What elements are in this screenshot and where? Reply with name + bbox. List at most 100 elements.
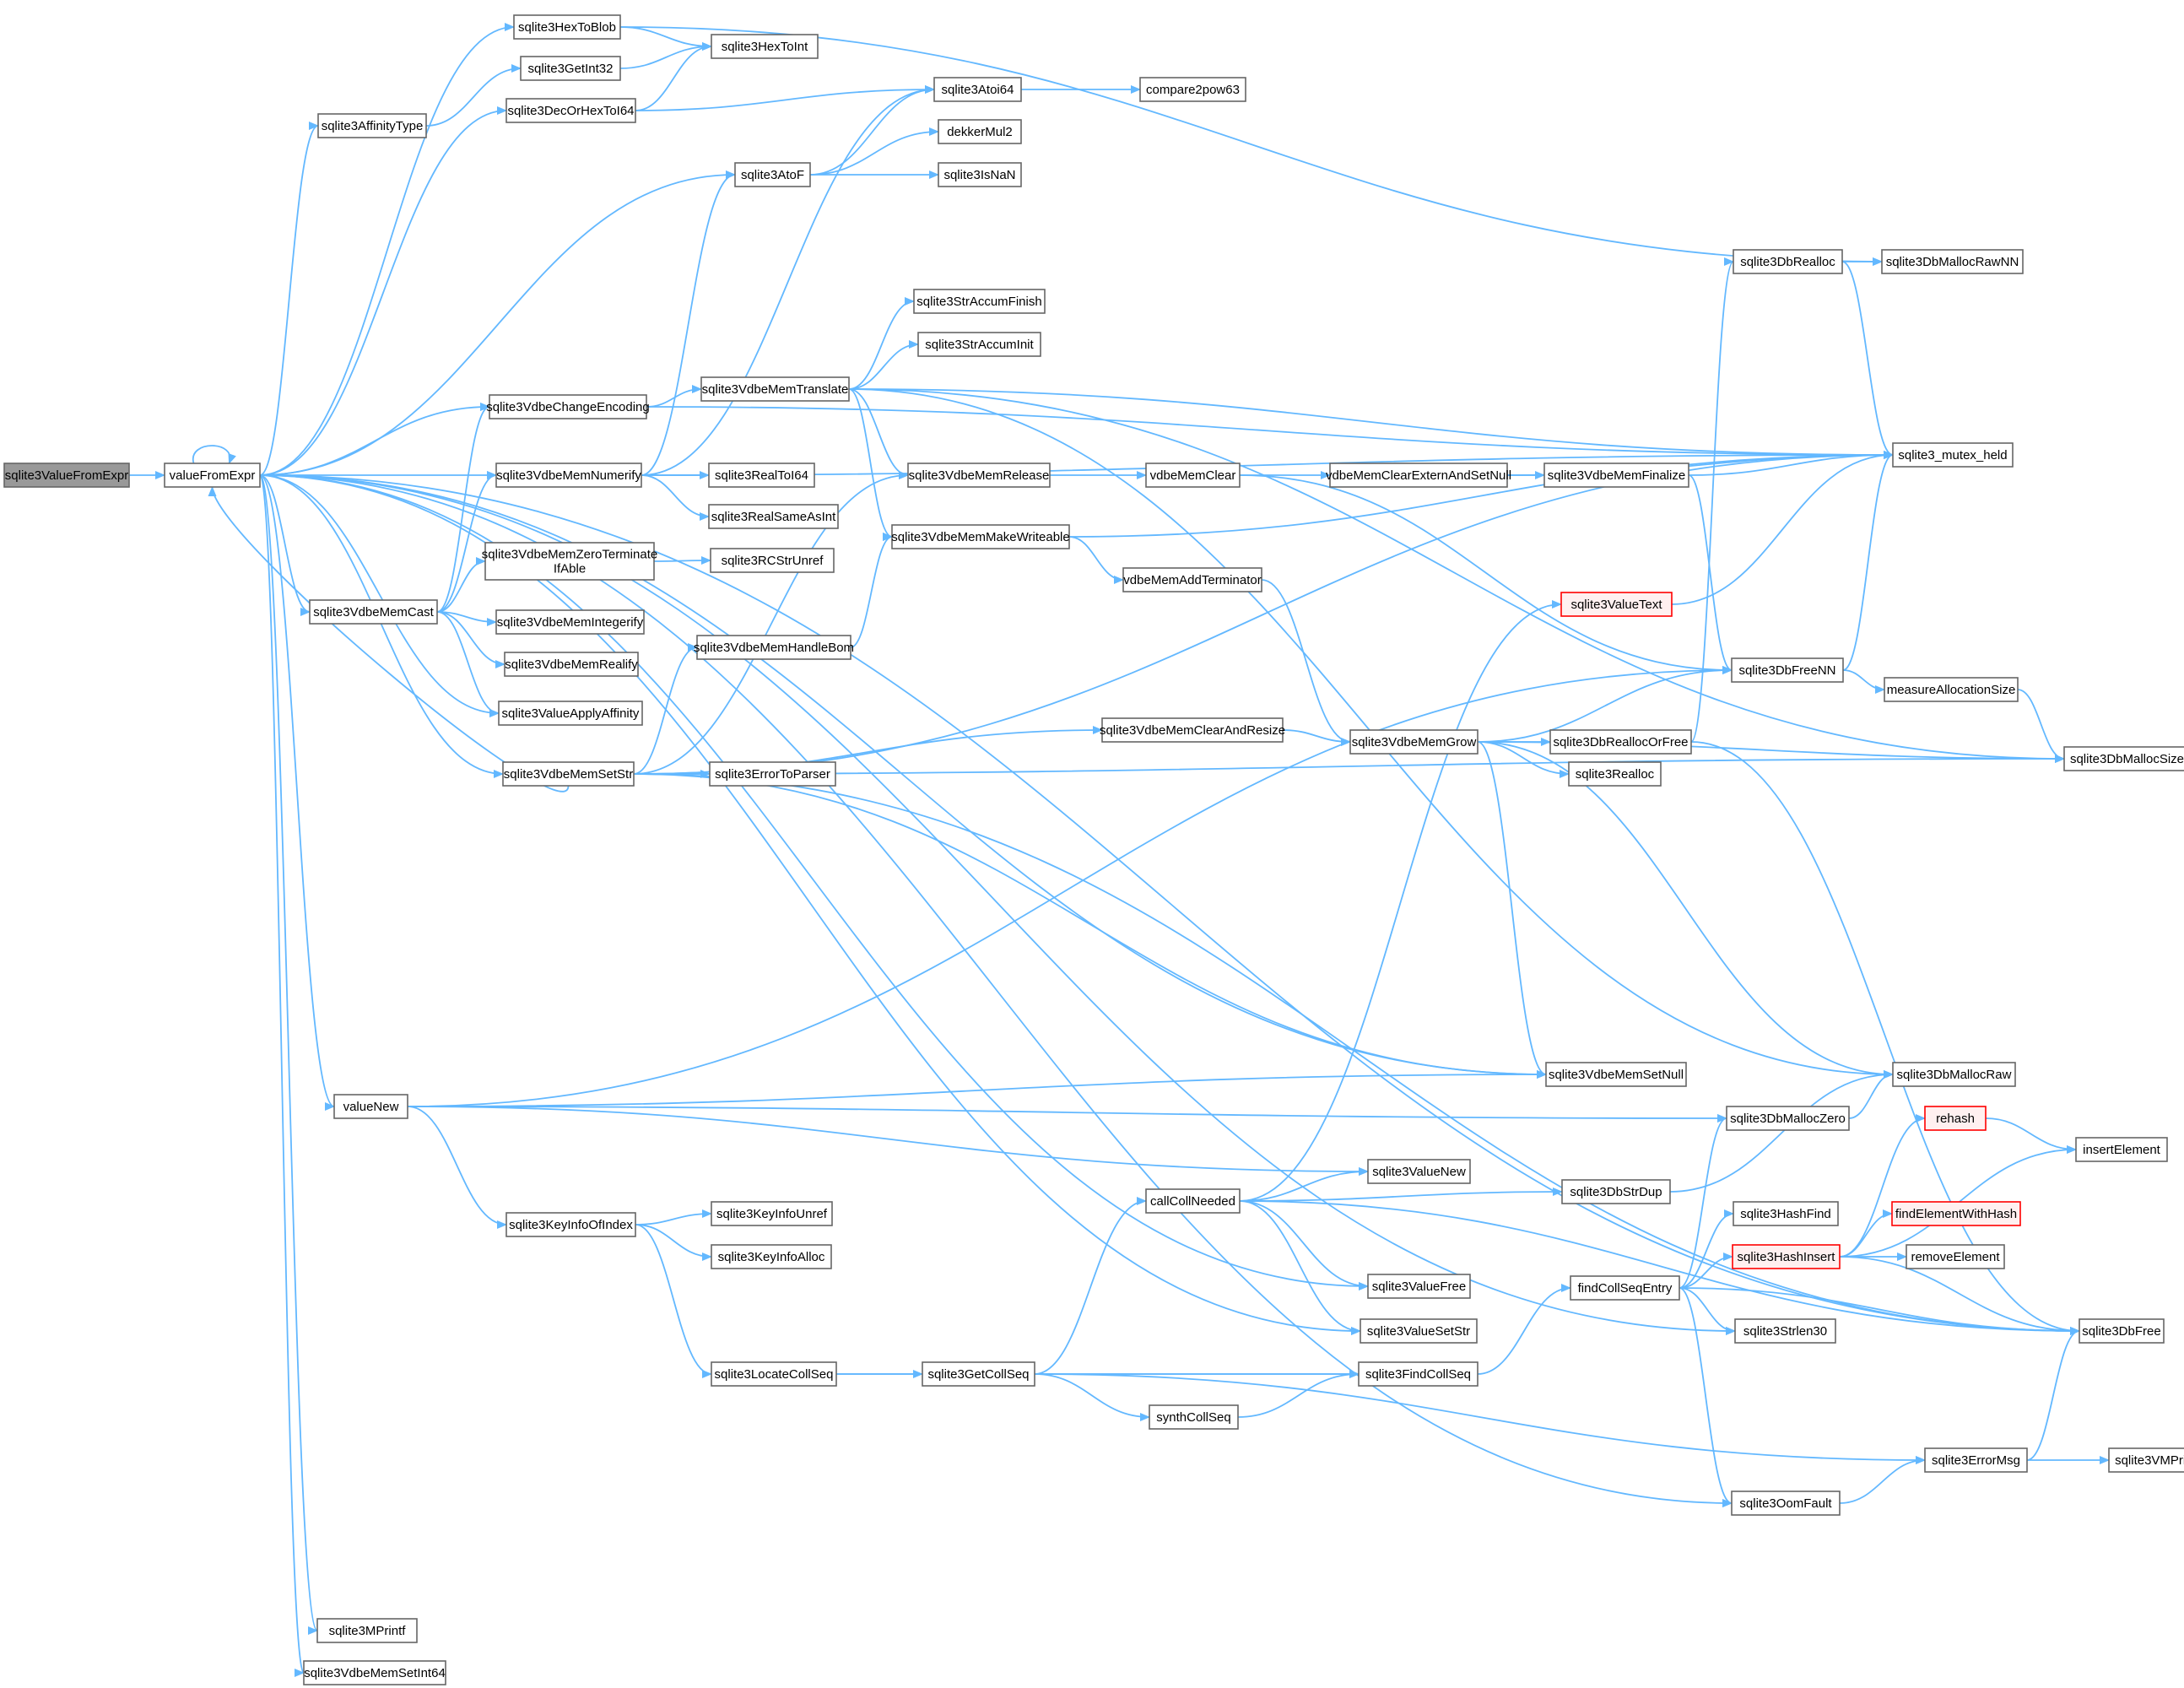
node-label: dekkerMul2	[947, 125, 1013, 139]
edge-value-from-expr-to-value-new	[259, 474, 335, 1111]
node-label: sqlite3DbMallocRaw	[1897, 1068, 2012, 1082]
node-find-element-with-hash[interactable]: findElementWithHash	[1891, 1201, 2021, 1226]
node-sqlite3-vdbe-mem-set-str[interactable]: sqlite3VdbeMemSetStr	[502, 761, 635, 787]
node-sqlite3-value-text[interactable]: sqlite3ValueText	[1560, 592, 1673, 617]
node-sqlite3-vdbe-mem-make-writeable[interactable]: sqlite3VdbeMemMakeWriteable	[891, 524, 1070, 549]
edge-sqlite3-vdbe-mem-make-writeable-to-sqlite3-mutex-held	[1068, 451, 1894, 538]
node-sqlite3-key-info-alloc[interactable]: sqlite3KeyInfoAlloc	[711, 1244, 832, 1269]
node-box	[505, 1212, 636, 1237]
node-sqlite3-str-accum-finish[interactable]: sqlite3StrAccumFinish	[913, 289, 1046, 314]
node-box	[505, 98, 636, 123]
node-rehash[interactable]: rehash	[1924, 1106, 1987, 1131]
node-sqlite3-vdbe-mem-clear-and-resize[interactable]: sqlite3VdbeMemClearAndResize	[1100, 717, 1285, 743]
node-measure-allocation-size[interactable]: measureAllocationSize	[1884, 677, 2019, 702]
node-sqlite3-dec-or-hex-to-i64[interactable]: sqlite3DecOrHexToI64	[505, 98, 636, 123]
node-sqlite3-hash-find[interactable]: sqlite3HashFind	[1733, 1201, 1839, 1226]
node-value-from-expr[interactable]: valueFromExpr	[164, 463, 261, 488]
node-value-new[interactable]: valueNew	[333, 1094, 408, 1119]
node-sqlite3-mutex-held[interactable]: sqlite3_mutex_held	[1892, 442, 2014, 468]
node-sqlite3-strlen30[interactable]: sqlite3Strlen30	[1734, 1318, 1836, 1344]
node-sqlite3-vdbe-mem-grow[interactable]: sqlite3VdbeMemGrow	[1349, 729, 1479, 755]
node-vdbe-mem-add-terminator[interactable]: vdbeMemAddTerminator	[1122, 567, 1262, 592]
edge-sqlite3-get-int32-to-sqlite3-hex-to-int	[619, 42, 712, 69]
node-sqlite3-value-new[interactable]: sqlite3ValueNew	[1367, 1159, 1471, 1184]
node-sqlite3-value-set-str[interactable]: sqlite3ValueSetStr	[1360, 1318, 1478, 1344]
node-box	[696, 635, 851, 660]
node-sqlite3-get-coll-seq[interactable]: sqlite3GetCollSeq	[922, 1361, 1035, 1387]
edge-value-from-expr-to-sqlite3-affinity-type	[259, 122, 319, 476]
node-sqlite3-ato-f[interactable]: sqlite3AtoF	[734, 162, 811, 187]
node-sqlite3-find-coll-seq[interactable]: sqlite3FindCollSeq	[1358, 1361, 1479, 1387]
node-label: sqlite3HashInsert	[1738, 1250, 1836, 1264]
node-call-coll-needed[interactable]: callCollNeeded	[1145, 1188, 1241, 1214]
node-label: IfAble	[554, 562, 586, 576]
node-sqlite3-db-realloc[interactable]: sqlite3DbRealloc	[1733, 249, 1843, 274]
node-label: sqlite3VdbeMemHandleBom	[694, 641, 854, 655]
node-sqlite3-hex-to-blob[interactable]: sqlite3HexToBlob	[513, 14, 621, 40]
node-sqlite3-db-malloc-zero[interactable]: sqlite3DbMallocZero	[1726, 1106, 1850, 1131]
node-sqlite3-key-info-unref[interactable]: sqlite3KeyInfoUnref	[711, 1201, 833, 1226]
node-sqlite3-db-malloc-raw[interactable]: sqlite3DbMallocRaw	[1892, 1062, 2016, 1087]
node-sqlite3-rcstr-unref[interactable]: sqlite3RCStrUnref	[710, 548, 835, 573]
node-sqlite3-vdbe-mem-numerify[interactable]: sqlite3VdbeMemNumerify	[495, 463, 642, 488]
node-sqlite3-db-malloc-size[interactable]: sqlite3DbMallocSize	[2063, 746, 2184, 771]
node-find-coll-seq-entry[interactable]: findCollSeqEntry	[1570, 1275, 1680, 1301]
node-sqlite3-db-malloc-raw-nn[interactable]: sqlite3DbMallocRawNN	[1881, 249, 2024, 274]
node-box	[1349, 729, 1479, 755]
node-dekker-mul2[interactable]: dekkerMul2	[938, 119, 1022, 144]
node-sqlite3-real-same-as-int[interactable]: sqlite3RealSameAsInt	[708, 504, 839, 529]
node-insert-element[interactable]: insertElement	[2075, 1137, 2168, 1162]
node-label: sqlite3ValueText	[1570, 598, 1662, 612]
node-vdbe-mem-clear[interactable]: vdbeMemClear	[1145, 463, 1241, 488]
node-label: sqlite3Atoi64	[942, 83, 1014, 97]
node-sqlite3-hash-insert[interactable]: sqlite3HashInsert	[1732, 1244, 1841, 1269]
node-label: valueFromExpr	[170, 468, 256, 483]
node-sqlite3-vmprintf[interactable]: sqlite3VMPrintf	[2108, 1447, 2184, 1473]
node-sqlite3-db-free[interactable]: sqlite3DbFree	[2079, 1318, 2165, 1344]
node-sqlite3-atoi64[interactable]: sqlite3Atoi64	[933, 77, 1022, 102]
node-remove-element[interactable]: removeElement	[1906, 1244, 2005, 1269]
node-sqlite3-vdbe-change-encoding[interactable]: sqlite3VdbeChangeEncoding	[486, 394, 650, 419]
node-sqlite3-db-free-nn[interactable]: sqlite3DbFreeNN	[1731, 657, 1844, 683]
node-sqlite3-value-from-expr[interactable]: sqlite3ValueFromExpr	[3, 463, 130, 488]
node-label: sqlite3VdbeMemRelease	[909, 468, 1050, 483]
node-sqlite3-vdbe-mem-handle-bom[interactable]: sqlite3VdbeMemHandleBom	[694, 635, 854, 660]
node-sqlite3-vdbe-mem-realify[interactable]: sqlite3VdbeMemRealify	[504, 652, 639, 677]
edge-sqlite3-vdbe-mem-translate-to-sqlite3-str-accum-init	[848, 340, 919, 390]
node-sqlite3-key-info-of-index[interactable]: sqlite3KeyInfoOfIndex	[505, 1212, 636, 1237]
node-synth-coll-seq[interactable]: synthCollSeq	[1149, 1404, 1239, 1430]
node-sqlite3-vdbe-mem-integerify[interactable]: sqlite3VdbeMemIntegerify	[495, 609, 645, 635]
node-sqlite3-get-int32[interactable]: sqlite3GetInt32	[520, 56, 621, 81]
node-sqlite3-vdbe-mem-set-null[interactable]: sqlite3VdbeMemSetNull	[1545, 1062, 1687, 1087]
edge-sqlite3-vdbe-mem-set-str-to-sqlite3-db-free	[633, 773, 2080, 1335]
edge-sqlite3-dec-or-hex-to-i64-to-sqlite3-atoi64	[635, 85, 935, 111]
node-sqlite3-vdbe-mem-translate[interactable]: sqlite3VdbeMemTranslate	[700, 376, 850, 402]
node-sqlite3-vdbe-mem-finalize[interactable]: sqlite3VdbeMemFinalize	[1543, 463, 1689, 488]
node-sqlite3-affinity-type[interactable]: sqlite3AffinityType	[317, 113, 427, 138]
node-sqlite3-error-to-parser[interactable]: sqlite3ErrorToParser	[709, 761, 836, 787]
node-sqlite3-real-to-i64[interactable]: sqlite3RealToI64	[708, 463, 815, 488]
node-sqlite3-db-str-dup[interactable]: sqlite3DbStrDup	[1561, 1179, 1671, 1204]
edge-sqlite3-vdbe-mem-set-str-to-sqlite3-vdbe-mem-set-null	[633, 773, 1547, 1079]
edge-sqlite3-affinity-type-to-sqlite3-get-int32	[425, 64, 522, 127]
node-sqlite3-vdbe-mem-cast[interactable]: sqlite3VdbeMemCast	[309, 599, 438, 625]
node-vdbe-mem-clear-extern-and-set-null[interactable]: vdbeMemClearExternAndSetNull	[1326, 463, 1511, 488]
node-label: sqlite3DbStrDup	[1570, 1185, 1662, 1199]
node-sqlite3-str-accum-init[interactable]: sqlite3StrAccumInit	[917, 332, 1041, 357]
node-sqlite3-realloc[interactable]: sqlite3Realloc	[1568, 761, 1662, 787]
node-compare2pow63[interactable]: compare2pow63	[1139, 77, 1246, 102]
node-sqlite3-error-msg[interactable]: sqlite3ErrorMsg	[1924, 1447, 2028, 1473]
node-sqlite3-vdbe-mem-release[interactable]: sqlite3VdbeMemRelease	[907, 463, 1051, 488]
node-sqlite3-locate-coll-seq[interactable]: sqlite3LocateCollSeq	[711, 1361, 837, 1387]
node-sqlite3-oom-fault[interactable]: sqlite3OomFault	[1731, 1491, 1841, 1516]
node-sqlite3-vdbe-mem-set-int64[interactable]: sqlite3VdbeMemSetInt64	[303, 1660, 446, 1685]
node-sqlite3-value-free[interactable]: sqlite3ValueFree	[1367, 1274, 1471, 1299]
node-sqlite3-db-realloc-or-free[interactable]: sqlite3DbReallocOrFree	[1549, 729, 1692, 755]
node-sqlite3-mprintf[interactable]: sqlite3MPrintf	[316, 1618, 418, 1643]
node-label: compare2pow63	[1146, 83, 1240, 97]
node-sqlite3-is-na-n[interactable]: sqlite3IsNaN	[938, 162, 1022, 187]
node-sqlite3-value-apply-affinity[interactable]: sqlite3ValueApplyAffinity	[498, 701, 643, 726]
node-sqlite3-hex-to-int[interactable]: sqlite3HexToInt	[711, 34, 819, 59]
node-box	[700, 376, 850, 402]
